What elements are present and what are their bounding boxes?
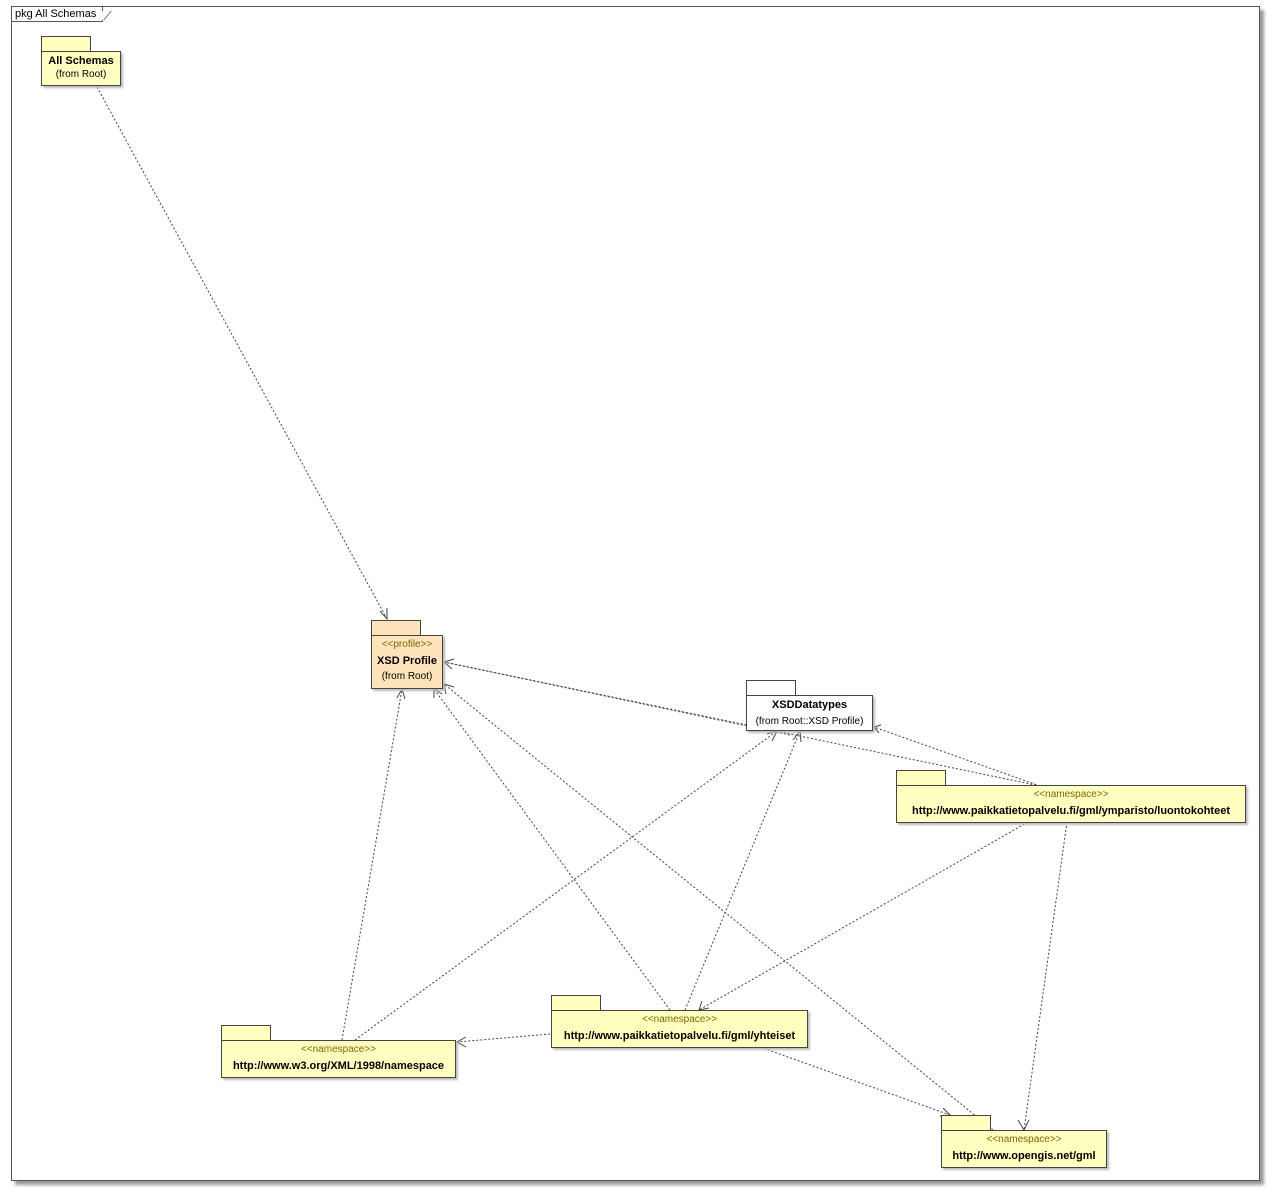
package-xsd-datatypes[interactable]: XSDDatatypes (from Root::XSD Profile) xyxy=(746,680,873,731)
dep-luontokohteet-opengis[interactable] xyxy=(1023,821,1068,1131)
package-name: XSD Profile xyxy=(377,655,437,667)
package-stereotype: <<namespace>> xyxy=(641,1014,718,1025)
package-body: <<namespace>> http://www.paikkatietopalv… xyxy=(551,1010,808,1048)
package-name: XSDDatatypes xyxy=(771,699,848,711)
package-stereotype: <<namespace>> xyxy=(300,1044,377,1055)
arrowhead xyxy=(873,724,882,734)
dep-w3-xsd-datatypes[interactable] xyxy=(354,730,778,1041)
package-body: XSDDatatypes (from Root::XSD Profile) xyxy=(746,695,873,731)
diagram-frame: pkg All Schemas xyxy=(11,6,1260,1181)
package-xsd-profile[interactable]: <<profile>> XSD Profile (from Root) xyxy=(371,620,443,689)
package-tab xyxy=(221,1025,271,1040)
package-stereotype: <<profile>> xyxy=(381,639,433,650)
package-tab xyxy=(941,1115,991,1130)
package-body: <<namespace>> http://www.opengis.net/gml xyxy=(941,1130,1107,1168)
package-w3-xml-namespace[interactable]: <<namespace>> http://www.w3.org/XML/1998… xyxy=(221,1025,456,1078)
arrowhead xyxy=(792,729,802,743)
package-name: All Schemas xyxy=(48,55,114,67)
package-name: http://www.paikkatietopalvelu.fi/gml/yht… xyxy=(563,1030,796,1042)
arrowhead xyxy=(442,658,455,670)
package-all-schemas[interactable]: All Schemas (from Root) xyxy=(41,36,121,86)
dep-opengis-xsd-profile[interactable] xyxy=(443,683,994,1131)
package-luontokohteet[interactable]: <<namespace>> http://www.paikkatietopalv… xyxy=(896,770,1246,823)
dep-yhteiset-opengis[interactable] xyxy=(759,1046,951,1116)
package-tab xyxy=(746,680,796,695)
package-stereotype: <<namespace>> xyxy=(986,1134,1062,1145)
package-opengis-gml[interactable]: <<namespace>> http://www.opengis.net/gml xyxy=(941,1115,1107,1168)
package-body: <<namespace>> http://www.paikkatietopalv… xyxy=(896,785,1246,823)
package-origin: (from Root::XSD Profile) xyxy=(755,716,864,727)
dep-yhteiset-xsd-datatypes[interactable] xyxy=(684,730,801,1011)
package-name: http://www.opengis.net/gml xyxy=(952,1150,1096,1162)
arrowhead xyxy=(433,688,443,698)
package-tab xyxy=(551,995,601,1010)
dep-yhteiset-xsd-profile[interactable] xyxy=(433,688,671,1011)
package-name: http://www.paikkatietopalvelu.fi/gml/ymp… xyxy=(911,805,1230,817)
dep-yhteiset-w3[interactable] xyxy=(456,1033,551,1043)
arrowhead xyxy=(396,687,406,700)
package-body: All Schemas (from Root) xyxy=(41,51,121,86)
package-tab xyxy=(41,36,91,51)
dep-all-schemas-xsd-profile[interactable] xyxy=(96,86,388,620)
dep-xsd-datatypes-xsd-profile[interactable] xyxy=(443,661,791,736)
frame-label: pkg All Schemas xyxy=(12,7,104,22)
package-origin: (from Root) xyxy=(55,69,107,80)
package-tab xyxy=(371,620,421,635)
dep-luontokohteet-xsd-datatypes[interactable] xyxy=(873,726,1041,787)
package-origin: (from Root) xyxy=(381,671,433,682)
dep-luontokohteet-yhteiset[interactable] xyxy=(698,821,1029,1011)
package-name: http://www.w3.org/XML/1998/namespace xyxy=(232,1060,445,1072)
dep-w3-xsd-profile[interactable] xyxy=(341,688,403,1041)
package-body: <<profile>> XSD Profile (from Root) xyxy=(371,635,443,689)
package-body: <<namespace>> http://www.w3.org/XML/1998… xyxy=(221,1040,456,1078)
package-tab xyxy=(896,770,946,785)
arrowhead xyxy=(443,683,455,695)
arrowhead xyxy=(455,1036,467,1048)
package-stereotype: <<namespace>> xyxy=(1033,789,1109,800)
arrowhead xyxy=(379,608,388,621)
dep-luontokohteet-xsd-profile[interactable] xyxy=(443,661,1041,787)
arrowhead xyxy=(766,730,778,742)
package-yhteiset[interactable]: <<namespace>> http://www.paikkatietopalv… xyxy=(551,995,808,1048)
